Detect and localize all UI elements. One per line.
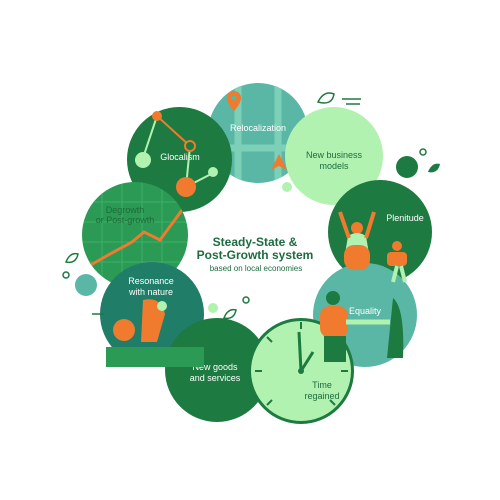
decor-dot <box>62 271 70 279</box>
resonance-label-line1: Resonance <box>128 276 174 286</box>
resonance-label-line2: with nature <box>128 287 174 297</box>
time-regained-label-line1: Time <box>312 380 332 390</box>
decor-dot <box>419 148 427 156</box>
plenitude-label: Plenitude <box>386 213 424 223</box>
people-celebrating-graphic <box>338 211 407 283</box>
leaf-icon <box>64 252 79 264</box>
decor-dot <box>75 274 97 296</box>
leaf-icon <box>428 163 440 173</box>
new-business-models-label-line2: models <box>319 161 349 171</box>
decor-dot <box>208 303 218 313</box>
grid-chart-graphic <box>82 182 188 288</box>
new-business-models-label-line1: New business <box>305 150 363 160</box>
gardening-graphic <box>106 299 204 367</box>
degrowth-label-line1: Degrowth <box>105 205 145 215</box>
new-goods-label-line1: New goods <box>192 362 238 372</box>
center-subtitle: based on local economies <box>209 264 303 273</box>
center-title: Steady-State & Post-Growth system <box>190 236 320 262</box>
network-graphic <box>135 111 218 197</box>
decor-dot <box>242 296 250 304</box>
center-title-line2: Post-Growth system <box>196 248 314 262</box>
decor-dot <box>282 182 292 192</box>
map-pin-icon <box>227 91 241 111</box>
equality-label: Equality <box>348 306 382 316</box>
center-title-line1: Steady-State & <box>212 235 298 249</box>
location-arrow-icon <box>271 154 287 170</box>
decor-dot <box>396 156 418 178</box>
new-goods-label-line2: and services <box>189 373 241 383</box>
leaf-icon <box>316 92 335 104</box>
leaf-icon <box>222 308 237 320</box>
degrowth-label-line2: or Post-growth <box>95 215 155 225</box>
handshake-graphic <box>320 291 404 362</box>
time-regained-label-line2: regained <box>304 391 340 401</box>
clock-icon <box>255 322 348 406</box>
glocalism-label: Glocalism <box>160 152 200 162</box>
relocalization-label: Relocalization <box>229 123 287 133</box>
